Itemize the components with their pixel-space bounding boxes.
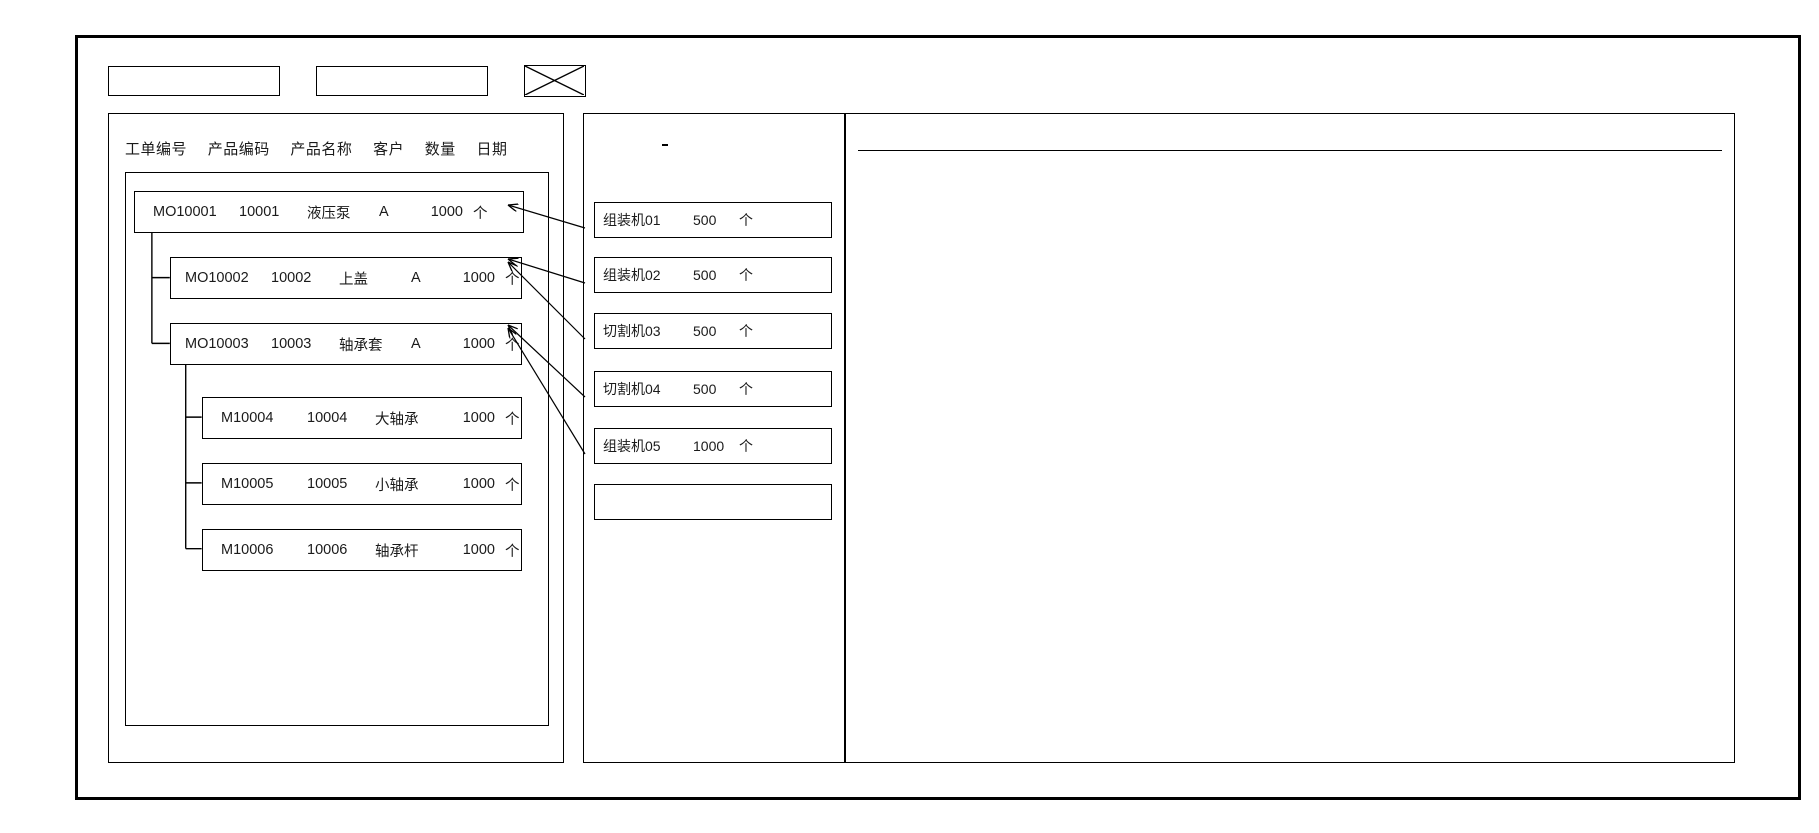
work-order-row[interactable]: MO10003 10003 轴承套 A 1000 个: [170, 323, 522, 365]
column-header-product-name: 产品名称: [290, 141, 353, 158]
work-order-row[interactable]: MO10001 10001 液压泵 A 1000 个: [134, 191, 524, 233]
machine-task-row[interactable]: 组装机02 500 个: [594, 257, 832, 293]
toolbar-field-2[interactable]: [316, 66, 488, 96]
column-header-date: 日期: [476, 141, 508, 158]
work-order-column-headers: 工单编号 产品编码 产品名称 客户 数量 日期: [125, 138, 507, 159]
toolbar: [108, 65, 586, 97]
detail-panel-header-divider: [858, 150, 1722, 151]
detail-panel: [845, 113, 1735, 763]
machine-task-row[interactable]: 组装机05 1000 个: [594, 428, 832, 464]
app-window: 工单编号 产品编码 产品名称 客户 数量 日期 MO10001 10001: [75, 35, 1801, 800]
column-header-customer: 客户: [373, 141, 405, 158]
detail-panel-body[interactable]: [846, 114, 1734, 762]
tree-connector-lines: [151, 232, 202, 550]
image-placeholder-icon[interactable]: [524, 65, 586, 97]
machine-task-row[interactable]: 切割机04 500 个: [594, 371, 832, 407]
column-header-product-code: 产品编码: [207, 141, 270, 158]
column-header-order-no: 工单编号: [125, 141, 188, 158]
work-order-tree: MO10001 10001 液压泵 A 1000 个 MO10002 10002…: [125, 172, 549, 726]
machine-task-row[interactable]: 切割机03 500 个: [594, 313, 832, 349]
work-order-row[interactable]: M10004 10004 大轴承 1000 个: [202, 397, 522, 439]
column-header-quantity: 数量: [424, 141, 456, 158]
dash-marker-icon: [662, 144, 668, 146]
machine-task-panel: 组装机01 500 个 组装机02 500 个 切割机03 500 个 切割机0…: [583, 113, 845, 763]
work-order-row[interactable]: MO10002 10002 上盖 A 1000 个: [170, 257, 522, 299]
toolbar-field-1[interactable]: [108, 66, 280, 96]
work-order-row[interactable]: M10006 10006 轴承杆 1000 个: [202, 529, 522, 571]
machine-task-empty-slot[interactable]: [594, 484, 832, 520]
machine-task-row[interactable]: 组装机01 500 个: [594, 202, 832, 238]
work-order-row[interactable]: M10005 10005 小轴承 1000 个: [202, 463, 522, 505]
work-order-panel: 工单编号 产品编码 产品名称 客户 数量 日期 MO10001 10001: [108, 113, 564, 763]
